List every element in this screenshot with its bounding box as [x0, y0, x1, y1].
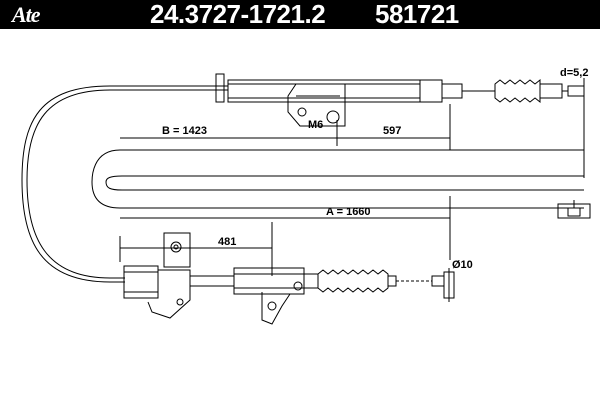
m6-nut — [326, 110, 340, 124]
bottom-mount — [147, 269, 191, 319]
cable-sheath-inner — [26, 89, 228, 279]
bottom-sheath — [189, 275, 235, 287]
cable-sheath-outer — [21, 85, 228, 283]
bottom-end-fitting — [431, 275, 445, 287]
top-cap — [419, 79, 443, 103]
bottom-bracket-hole — [170, 241, 182, 253]
top-bracket — [287, 83, 346, 127]
top-end-nipple — [567, 85, 585, 97]
bottom-spring — [317, 269, 389, 293]
m6-label: M6 — [308, 119, 323, 131]
bottom-fitting-clamp — [123, 265, 159, 299]
fitting-diam-label: Ø10 — [452, 259, 473, 271]
ref-number: 581721 — [375, 0, 459, 29]
dim-b-label: B = 1423 — [162, 125, 207, 137]
dim-481-label: 481 — [218, 236, 236, 248]
header-bar: Ate 24.3727-1721.2 581721 — [0, 0, 600, 29]
end-diam-label: d=5,2 — [560, 67, 588, 79]
ate-logo: Ate — [12, 2, 41, 27]
bottom-bracket-plate — [163, 232, 191, 268]
top-fitting-collar — [215, 73, 225, 103]
top-bracket-hole — [297, 107, 307, 117]
dim-597-label: 597 — [383, 125, 401, 137]
part-number: 24.3727-1721.2 — [150, 0, 326, 29]
inner-loop — [91, 149, 584, 209]
top-fitting-body — [227, 79, 421, 103]
bottom-fitting-body — [233, 267, 305, 295]
top-spring — [494, 78, 541, 104]
bottom-bracket-lower — [261, 292, 291, 325]
dim-a-label: A = 1660 — [326, 206, 371, 218]
